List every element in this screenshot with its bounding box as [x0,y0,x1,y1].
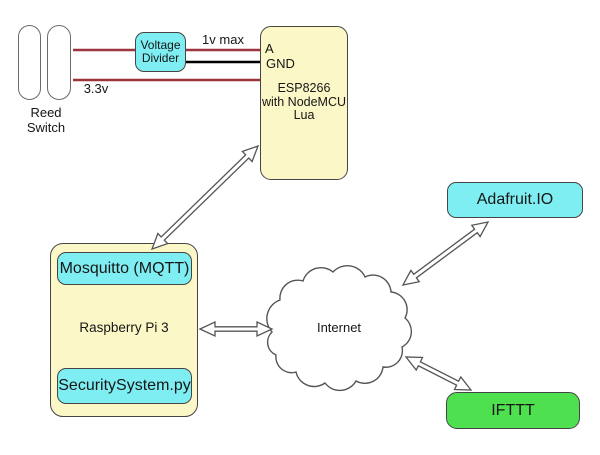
reed-switch-magnet [18,25,41,100]
wire-label-3v3: 3.3v [83,81,109,96]
adafruit-io-node: Adafruit.IO [447,182,583,218]
raspberry-pi-label: Raspberry Pi 3 [79,320,169,335]
arrow-esp8266-raspberry-pi [150,144,260,251]
arrow-internet-ifttt [404,356,473,391]
arrow-internet-adafruit-io [401,221,490,286]
mosquitto-service: Mosquitto (MQTT) [57,252,192,285]
voltage-divider-node: Voltage Divider [135,32,186,72]
reed-switch-label: Reed Switch [26,105,66,135]
esp8266-pin-a: A [265,41,274,56]
arrow-raspberry-pi-internet [198,320,274,338]
internet-label: Internet [316,320,362,335]
ifttt-node: IFTTT [446,392,580,429]
security-system-script: SecuritySystem.py [57,368,192,404]
esp8266-node: A GND ESP8266 with NodeMCU Lua [260,26,348,180]
esp8266-pin-gnd: GND [266,56,295,71]
raspberry-pi-node: Mosquitto (MQTT) Raspberry Pi 3 Security… [50,243,198,417]
reed-switch-body [47,25,71,100]
wire-label-1v-max: 1v max [202,32,244,47]
esp8266-label: ESP8266 with NodeMCU Lua [261,81,347,122]
